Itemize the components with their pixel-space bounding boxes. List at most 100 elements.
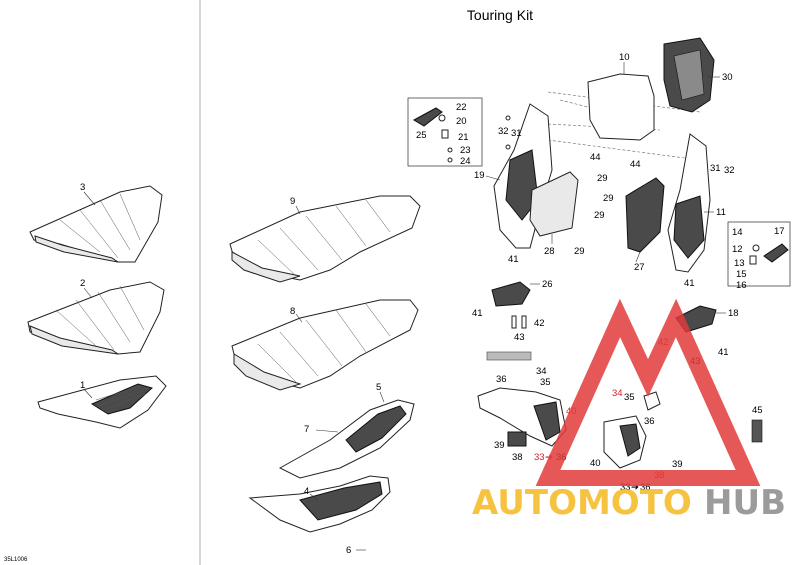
washer-20 [438,114,446,122]
callout-29c: 29 [574,246,585,257]
leader-5 [379,391,385,403]
callout-1: 1 [80,380,85,391]
seat-3 [29,185,163,263]
side-panel-28 [529,171,579,237]
callout-38a: 38 [512,452,523,463]
leader-9 [295,205,301,215]
screw-23 [447,147,453,153]
seat-base-5 [278,399,415,479]
callout-23: 23 [460,145,471,156]
callout-17: 17 [774,226,785,237]
side-panel-27 [625,177,665,253]
callout-32b: 32 [724,165,735,176]
seat-8 [231,299,419,391]
leader-2 [83,287,93,299]
callout-41c: 41 [684,278,695,289]
callout-41d: 41 [718,347,729,358]
pouch-38 [507,431,527,447]
washer-12 [752,244,760,252]
decal-45 [751,419,763,443]
backrest-cover-30 [663,37,715,113]
callout-43a: 43 [514,332,525,343]
callout-39b: 39 [672,459,683,470]
support-frame-11 [667,133,711,273]
callout-20: 20 [456,116,467,127]
callout-26: 26 [542,279,553,290]
callout-34a: 34 [536,366,547,377]
watermark-triangles [535,298,761,486]
callout-42a: 42 [534,318,545,329]
callout-28: 28 [544,246,555,257]
callout-9: 9 [290,196,295,207]
watermark-logo: AUTOMOTO HUB [472,298,786,523]
bolt-43b [521,315,527,329]
callout-7: 7 [304,424,309,435]
callout-30: 30 [722,72,733,83]
drawing-code: 35L1006 [4,557,28,563]
callout-25: 25 [416,130,427,141]
bolt-43a [511,315,517,329]
callout-41b: 41 [472,308,483,319]
callout-13: 13 [734,258,745,269]
leader-3 [83,191,96,206]
callout-19: 19 [474,170,485,181]
callout-3: 3 [80,182,85,193]
leader-27 [635,251,641,263]
callout-39a: 39 [494,440,505,451]
callout-34b: 34 [612,388,623,399]
seat-base-4 [248,475,391,533]
callout-22: 22 [456,102,467,113]
leader-8 [295,313,303,323]
callout-5: 5 [376,382,381,393]
callout-11: 11 [716,207,726,218]
leader-7 [315,429,339,433]
clip-25 [412,107,443,127]
storage-bag-detail [603,391,661,469]
leader-4 [309,493,319,501]
callout-31a: 31 [511,128,522,139]
callout-40b: 40 [590,458,601,469]
callout-18: 18 [728,308,739,319]
callout-6: 6 [346,545,351,556]
callout-44a: 44 [590,152,601,163]
seat-9 [229,195,421,283]
leader-19 [485,175,501,181]
screw-24 [447,157,453,163]
callout-21: 21 [458,132,469,143]
callout-24: 24 [460,156,471,167]
seat-2 [27,281,165,355]
grab-handle-26 [491,281,531,307]
strap-34 [486,351,532,361]
callout-36c: 36 [644,416,655,427]
bolt-32 [505,115,511,121]
callout-4: 4 [304,486,309,497]
callout-41a: 41 [508,254,519,265]
callout-36d: 36 [640,482,651,493]
watermark-auto: AUTOMOTO [472,483,692,523]
nut-13 [749,255,757,265]
callout-35a: 35 [540,377,551,388]
callout-2: 2 [80,278,85,289]
seat-base-1 [37,375,167,429]
callout-8: 8 [290,306,295,317]
callout-33a: 33 [534,452,545,463]
callout-29b: 29 [594,210,605,221]
arrow-33b: ➔ [631,482,639,493]
callout-44b: 44 [630,159,641,170]
callout-10: 10 [619,52,630,63]
callout-35b: 35 [624,392,635,403]
backrest-10 [587,73,655,141]
callout-32a: 32 [498,126,509,137]
clip-17 [763,243,789,263]
callout-15: 15 [736,269,747,280]
callout-29d: 29 [603,193,614,204]
detail-box-upper [407,97,483,167]
callout-33b: 33 [620,482,631,493]
diagram-title: Touring Kit [467,7,533,23]
callout-31b: 31 [710,163,721,174]
callout-27: 27 [634,262,645,273]
callout-36a: 36 [496,374,507,385]
callout-45: 45 [752,405,763,416]
